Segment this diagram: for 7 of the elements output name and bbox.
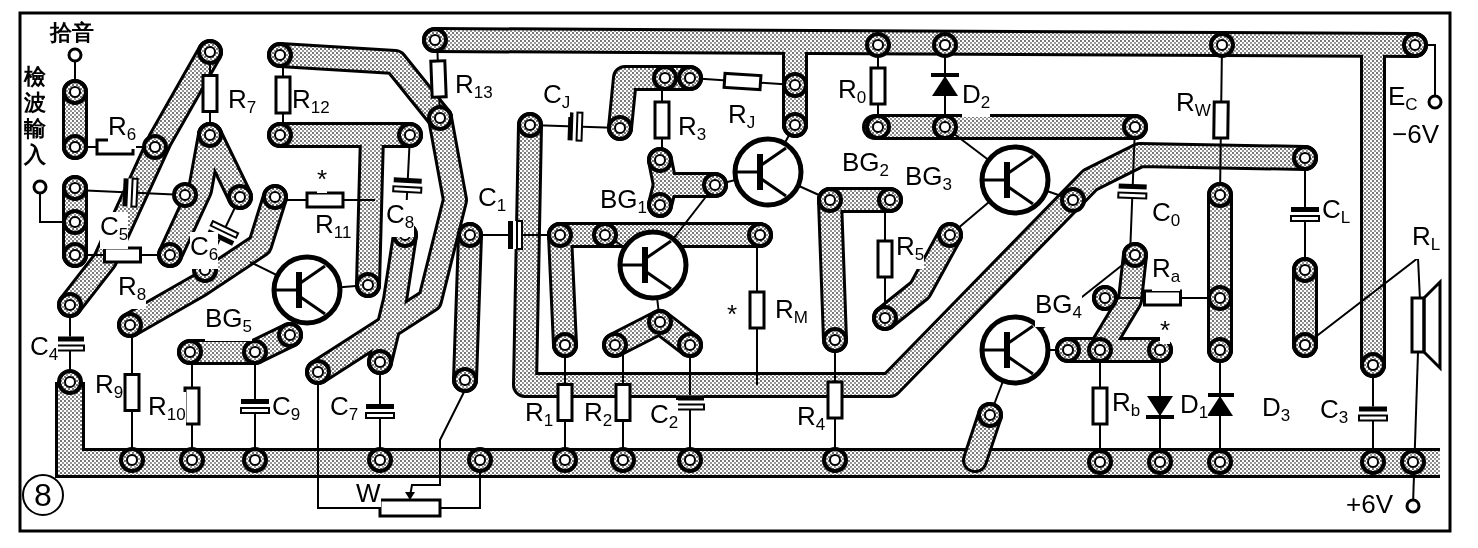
component-label: C$_{8}$ — [386, 200, 415, 237]
terminal-label: 檢波輸入 — [24, 64, 48, 168]
component-label: C$_{5}$ — [100, 212, 129, 249]
component-label: C$_{6}$ — [190, 232, 219, 269]
figure-number: 8 — [22, 474, 64, 516]
terminal-label: 拾音 — [50, 19, 94, 47]
component-label: R$_{10}$ — [148, 392, 186, 429]
